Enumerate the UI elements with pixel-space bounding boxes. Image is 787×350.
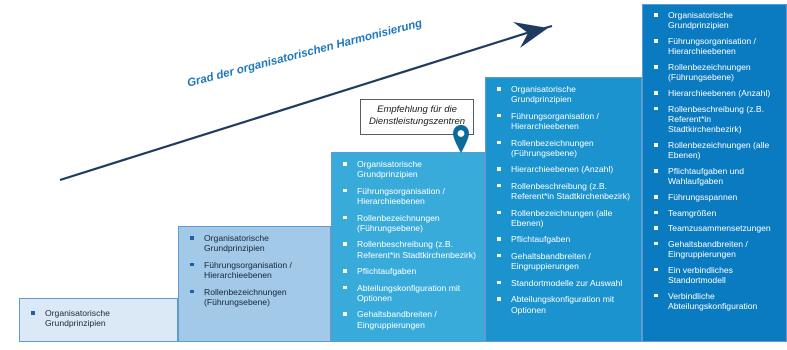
step-5-item: Gehaltsbandbreiten / Eingruppierungen bbox=[653, 239, 780, 260]
step-2-item: Führungsorganisation / Hierarchieebenen bbox=[189, 260, 324, 281]
step-5-item: Teamgrößen bbox=[653, 208, 780, 218]
step-5-item: Führungsorganisation / Hierarchieebenen bbox=[653, 36, 780, 57]
step-1-list: Organisatorische Grundprinzipien bbox=[30, 308, 171, 329]
step-5-item: Führungsspannen bbox=[653, 192, 780, 202]
location-pin-icon bbox=[453, 125, 469, 153]
recommendation-line-2: Dienstleistungszentren bbox=[368, 116, 466, 127]
step-3-item: Pflichtaufgaben bbox=[342, 266, 478, 276]
step-5-item: Rollenbeschreibung (z.B. Referent*in Sta… bbox=[653, 104, 780, 135]
step-2-item: Organisatorische Grundprinzipien bbox=[189, 233, 324, 254]
step-5-item: Rollenbezeichnungen (Führungsebene) bbox=[653, 62, 780, 83]
step-5-item: Teamzusammensetzungen bbox=[653, 223, 780, 233]
step-4-item: Abteilungskonfiguration mit Optionen bbox=[496, 294, 635, 315]
harmonisation-arrow-head bbox=[513, 22, 548, 48]
step-3-item: Gehaltsbandbreiten / Eingruppierungen bbox=[342, 309, 478, 330]
step-3-item: Führungsorganisation / Hierarchieebenen bbox=[342, 186, 478, 207]
harmonisation-arrow-head-stroke bbox=[527, 25, 553, 34]
step-4-item: Rollenbezeichnungen (alle Ebenen) bbox=[496, 208, 635, 229]
step-4-item: Gehaltsbandbreiten / Eingruppierungen bbox=[496, 251, 635, 272]
step-4-item: Hierarchieebenen (Anzahl) bbox=[496, 164, 635, 174]
step-4-item: Rollenbeschreibung (z.B. Referent*in Sta… bbox=[496, 181, 635, 202]
step-4-item: Standortmodelle zur Auswahl bbox=[496, 278, 635, 288]
step-5-item: Ein verbindliches Standortmodell bbox=[653, 265, 780, 286]
step-4-item: Führungsorganisation / Hierarchieebenen bbox=[496, 111, 635, 132]
step-4-item: Rollenbezeichnungen (Führungsebene) bbox=[496, 138, 635, 159]
step-4-item: Pflichtaufgaben bbox=[496, 234, 635, 244]
step-5-item: Organisatorische Grundprinzipien bbox=[653, 10, 780, 31]
step-1: Organisatorische Grundprinzipien bbox=[19, 298, 178, 342]
step-3-item: Abteilungskonfiguration mit Optionen bbox=[342, 283, 478, 304]
step-5-item: Rollenbezeichnungen (alle Ebenen) bbox=[653, 140, 780, 161]
step-5-item: Pflichtaufgaben und Wahlaufgaben bbox=[653, 166, 780, 187]
harmonisation-label: Grad der organisatorischen Harmonisierun… bbox=[186, 17, 424, 90]
step-4-item: Organisatorische Grundprinzipien bbox=[496, 84, 635, 105]
step-5-item: Hierarchieebenen (Anzahl) bbox=[653, 88, 780, 98]
step-5-item: Verbindliche Abteilungskonfiguration bbox=[653, 291, 780, 312]
step-1-item: Organisatorische Grundprinzipien bbox=[30, 308, 171, 329]
step-3-item: Rollenbeschreibung (z.B. Referent*in Sta… bbox=[342, 239, 478, 260]
recommendation-line-1: Empfehlung für die bbox=[377, 104, 457, 115]
step-3-item: Rollenbezeichnungen (Führungsebene) bbox=[342, 213, 478, 234]
step-3-item: Organisatorische Grundprinzipien bbox=[342, 159, 478, 180]
step-2-item: Rollenbezeichnungen (Führungsebene) bbox=[189, 287, 324, 308]
